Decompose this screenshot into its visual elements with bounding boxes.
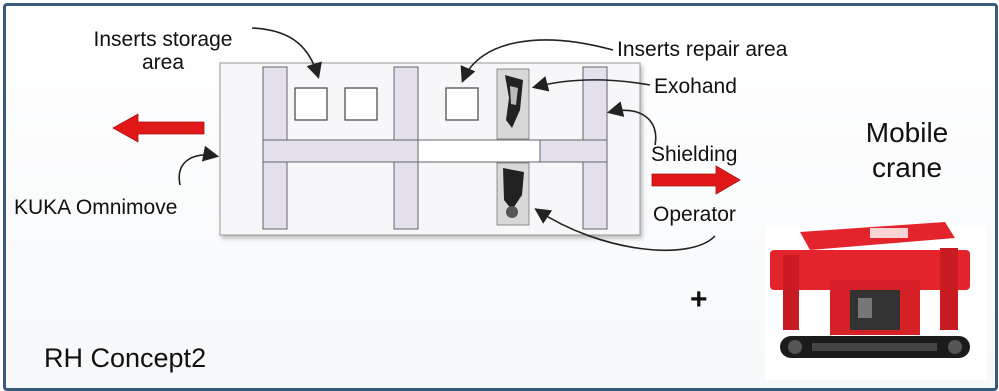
- label-exohand: Exohand: [654, 75, 737, 98]
- horizontal-beam-right: [540, 140, 607, 162]
- pointer-kuka: [179, 155, 216, 185]
- label-kuka-omnimove: KUKA Omnimove: [14, 196, 177, 219]
- repair-box: [446, 88, 478, 120]
- right-arrow-icon: [652, 166, 740, 194]
- label-mobile-crane: Mobile crane: [842, 115, 972, 185]
- storage-box-1: [295, 88, 327, 120]
- plus-sign: +: [690, 283, 708, 317]
- label-inserts-repair: Inserts repair area: [617, 38, 787, 61]
- label-inserts-storage: Inserts storage area: [78, 28, 248, 74]
- horizontal-beam-left: [263, 140, 418, 162]
- page-title: RH Concept2: [44, 343, 206, 374]
- label-shielding: Shielding: [651, 143, 737, 166]
- horizontal-beam-middle: [418, 140, 540, 162]
- left-arrow-icon: [113, 114, 204, 142]
- label-operator: Operator: [653, 203, 736, 226]
- storage-box-2: [345, 88, 377, 120]
- mobile-crane-icon: [765, 222, 987, 380]
